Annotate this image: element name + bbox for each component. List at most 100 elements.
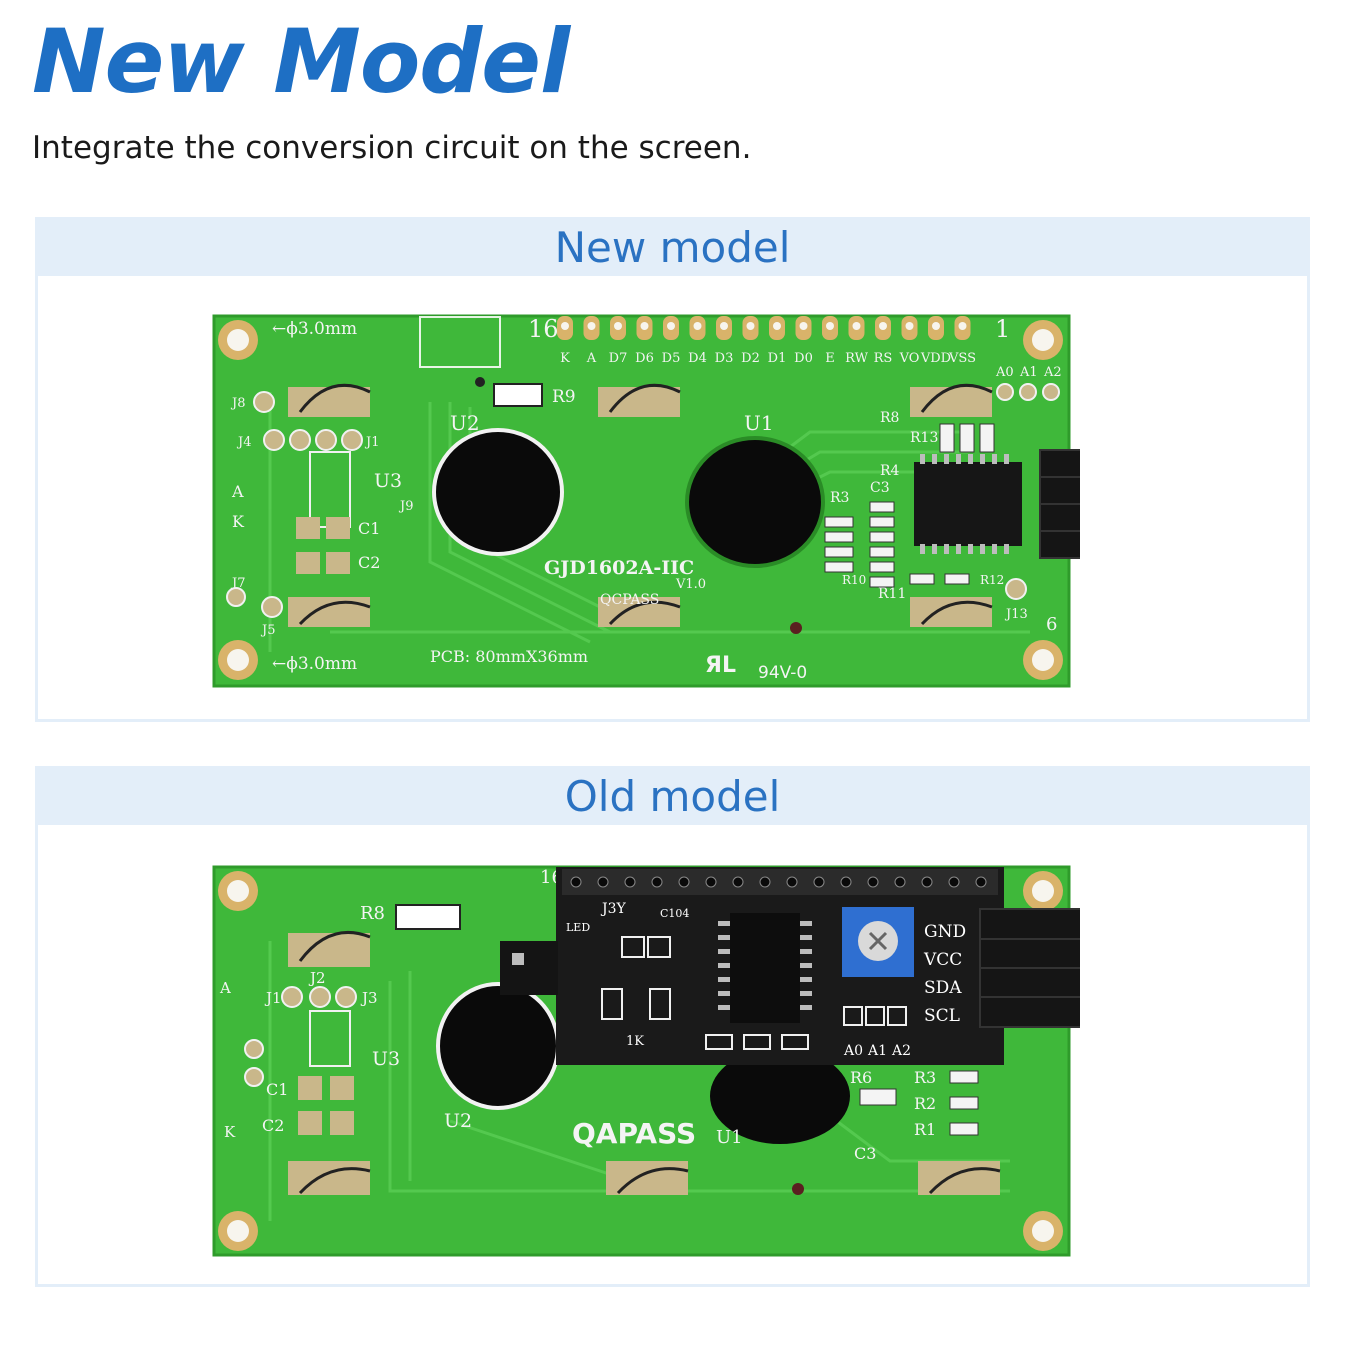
new-pin-start: 16 (528, 315, 559, 343)
new-pin6: 6 (1046, 614, 1057, 635)
new-pin-label: D2 (741, 351, 760, 366)
old-j1: J1 (264, 989, 282, 1007)
new-pin-hole (640, 322, 649, 330)
new-j9: J9 (398, 499, 413, 514)
new-r8: R8 (880, 410, 899, 426)
old-model-label: Old model (38, 769, 1307, 825)
new-j4: J4 (236, 435, 251, 450)
new-model-code: GJD1602A-IIC (544, 557, 694, 579)
new-pin-hole (852, 322, 861, 330)
new-j13: J13 (1004, 607, 1028, 622)
new-dupont-connector (1039, 449, 1080, 559)
new-pin-label: RS (874, 351, 893, 366)
old-r8: R8 (360, 903, 385, 924)
new-side-a: A (231, 482, 244, 501)
old-header-pin (678, 876, 690, 888)
new-qcpass: QCPASS (600, 592, 659, 608)
old-hdr-gnd: GND (924, 922, 966, 942)
old-potentiometer (842, 907, 914, 977)
old-header-pin (867, 876, 879, 888)
new-pin-hole (879, 322, 887, 330)
old-header-pin (975, 876, 987, 888)
old-u2: U2 (444, 1110, 472, 1132)
headline: New Model (32, 10, 570, 113)
old-led-r: 1K (626, 1034, 644, 1049)
new-version: V1.0 (675, 577, 706, 592)
old-header-pin (732, 876, 744, 888)
new-pin-header (557, 316, 971, 340)
new-pin-label: D1 (768, 351, 787, 366)
ul-logo: ЯL (705, 653, 736, 678)
new-pin-hole (958, 322, 967, 330)
old-model-photo: R8 16 J1 J2 J3 U3 A K C1 C2 U2 QAPASS U1… (210, 861, 1080, 1261)
new-j5: J5 (260, 623, 275, 638)
old-header-pin (705, 876, 717, 888)
old-c2: C2 (262, 1116, 284, 1135)
old-corner-holes (218, 871, 1063, 1251)
new-hole-top: ←ϕ3.0mm (272, 319, 357, 339)
old-led: LED (566, 921, 590, 934)
new-pcb-size: PCB: 80mmX36mm (430, 647, 588, 666)
new-pin-label: D7 (609, 351, 628, 366)
old-header-pin (597, 876, 609, 888)
new-c3: C3 (870, 480, 890, 496)
subtitle: Integrate the conversion circuit on the … (32, 130, 752, 166)
new-pin-label: RW (845, 351, 869, 366)
new-u1-blob (685, 436, 825, 568)
new-a1: A1 (1019, 365, 1038, 380)
old-model-panel: Old model (35, 766, 1310, 1287)
new-u2-blob (432, 428, 564, 556)
old-addr-a2: A2 (891, 1043, 911, 1059)
old-hdr-vcc: VCC (923, 950, 962, 970)
old-dupont-connector (979, 908, 1080, 1028)
new-pin-label: D6 (635, 351, 654, 366)
old-c1: C1 (266, 1080, 288, 1099)
new-pin-label: D0 (794, 351, 813, 366)
old-header-pin (921, 876, 933, 888)
old-side-k: K (224, 1123, 236, 1141)
old-header-pin (894, 876, 906, 888)
new-model-panel: New model (35, 217, 1310, 722)
new-model-label: New model (38, 220, 1307, 276)
old-header-pin (948, 876, 960, 888)
new-r12: R12 (980, 573, 1004, 587)
new-a2: A2 (1043, 365, 1062, 380)
old-i2c-backpack: J3Y C104 LED 1K GND VCC SDA SCL A0 A1 A2 (556, 867, 1004, 1065)
old-header-pin (624, 876, 636, 888)
new-rating: 94V-0 (758, 663, 807, 683)
new-c2: C2 (358, 553, 380, 572)
old-c104: C104 (660, 907, 689, 920)
new-pin-hole (746, 322, 755, 330)
new-pin-label: D3 (715, 351, 734, 366)
old-u3: U3 (372, 1048, 400, 1070)
old-header-pin (840, 876, 852, 888)
old-u2-blob (436, 982, 560, 1110)
new-u1-label: U1 (744, 411, 774, 435)
old-u1: U1 (716, 1127, 743, 1148)
old-hdr-sda: SDA (924, 978, 962, 998)
new-c1: C1 (358, 519, 380, 538)
new-pin-hole (905, 322, 914, 330)
old-r2: R2 (914, 1094, 936, 1113)
old-r1: R1 (914, 1120, 936, 1139)
old-header-pin (651, 876, 663, 888)
old-u1-blob (710, 1048, 850, 1144)
new-r11: R11 (878, 586, 906, 602)
new-pin-label: VSS (948, 351, 976, 366)
new-hole-bottom: ←ϕ3.0mm (272, 654, 357, 674)
new-pin-hole (720, 322, 728, 330)
new-pin-hole (932, 322, 940, 330)
old-j3: J3 (360, 989, 378, 1007)
new-pin-hole (773, 322, 781, 330)
new-r4: R4 (880, 463, 900, 479)
old-j2: J2 (308, 969, 326, 987)
old-side-a: A (219, 979, 231, 997)
new-pin-hole (614, 322, 622, 330)
old-r3: R3 (914, 1068, 936, 1087)
new-pin-hole (799, 322, 808, 330)
new-pin-label: VO (899, 351, 920, 366)
old-header-pin (813, 876, 825, 888)
